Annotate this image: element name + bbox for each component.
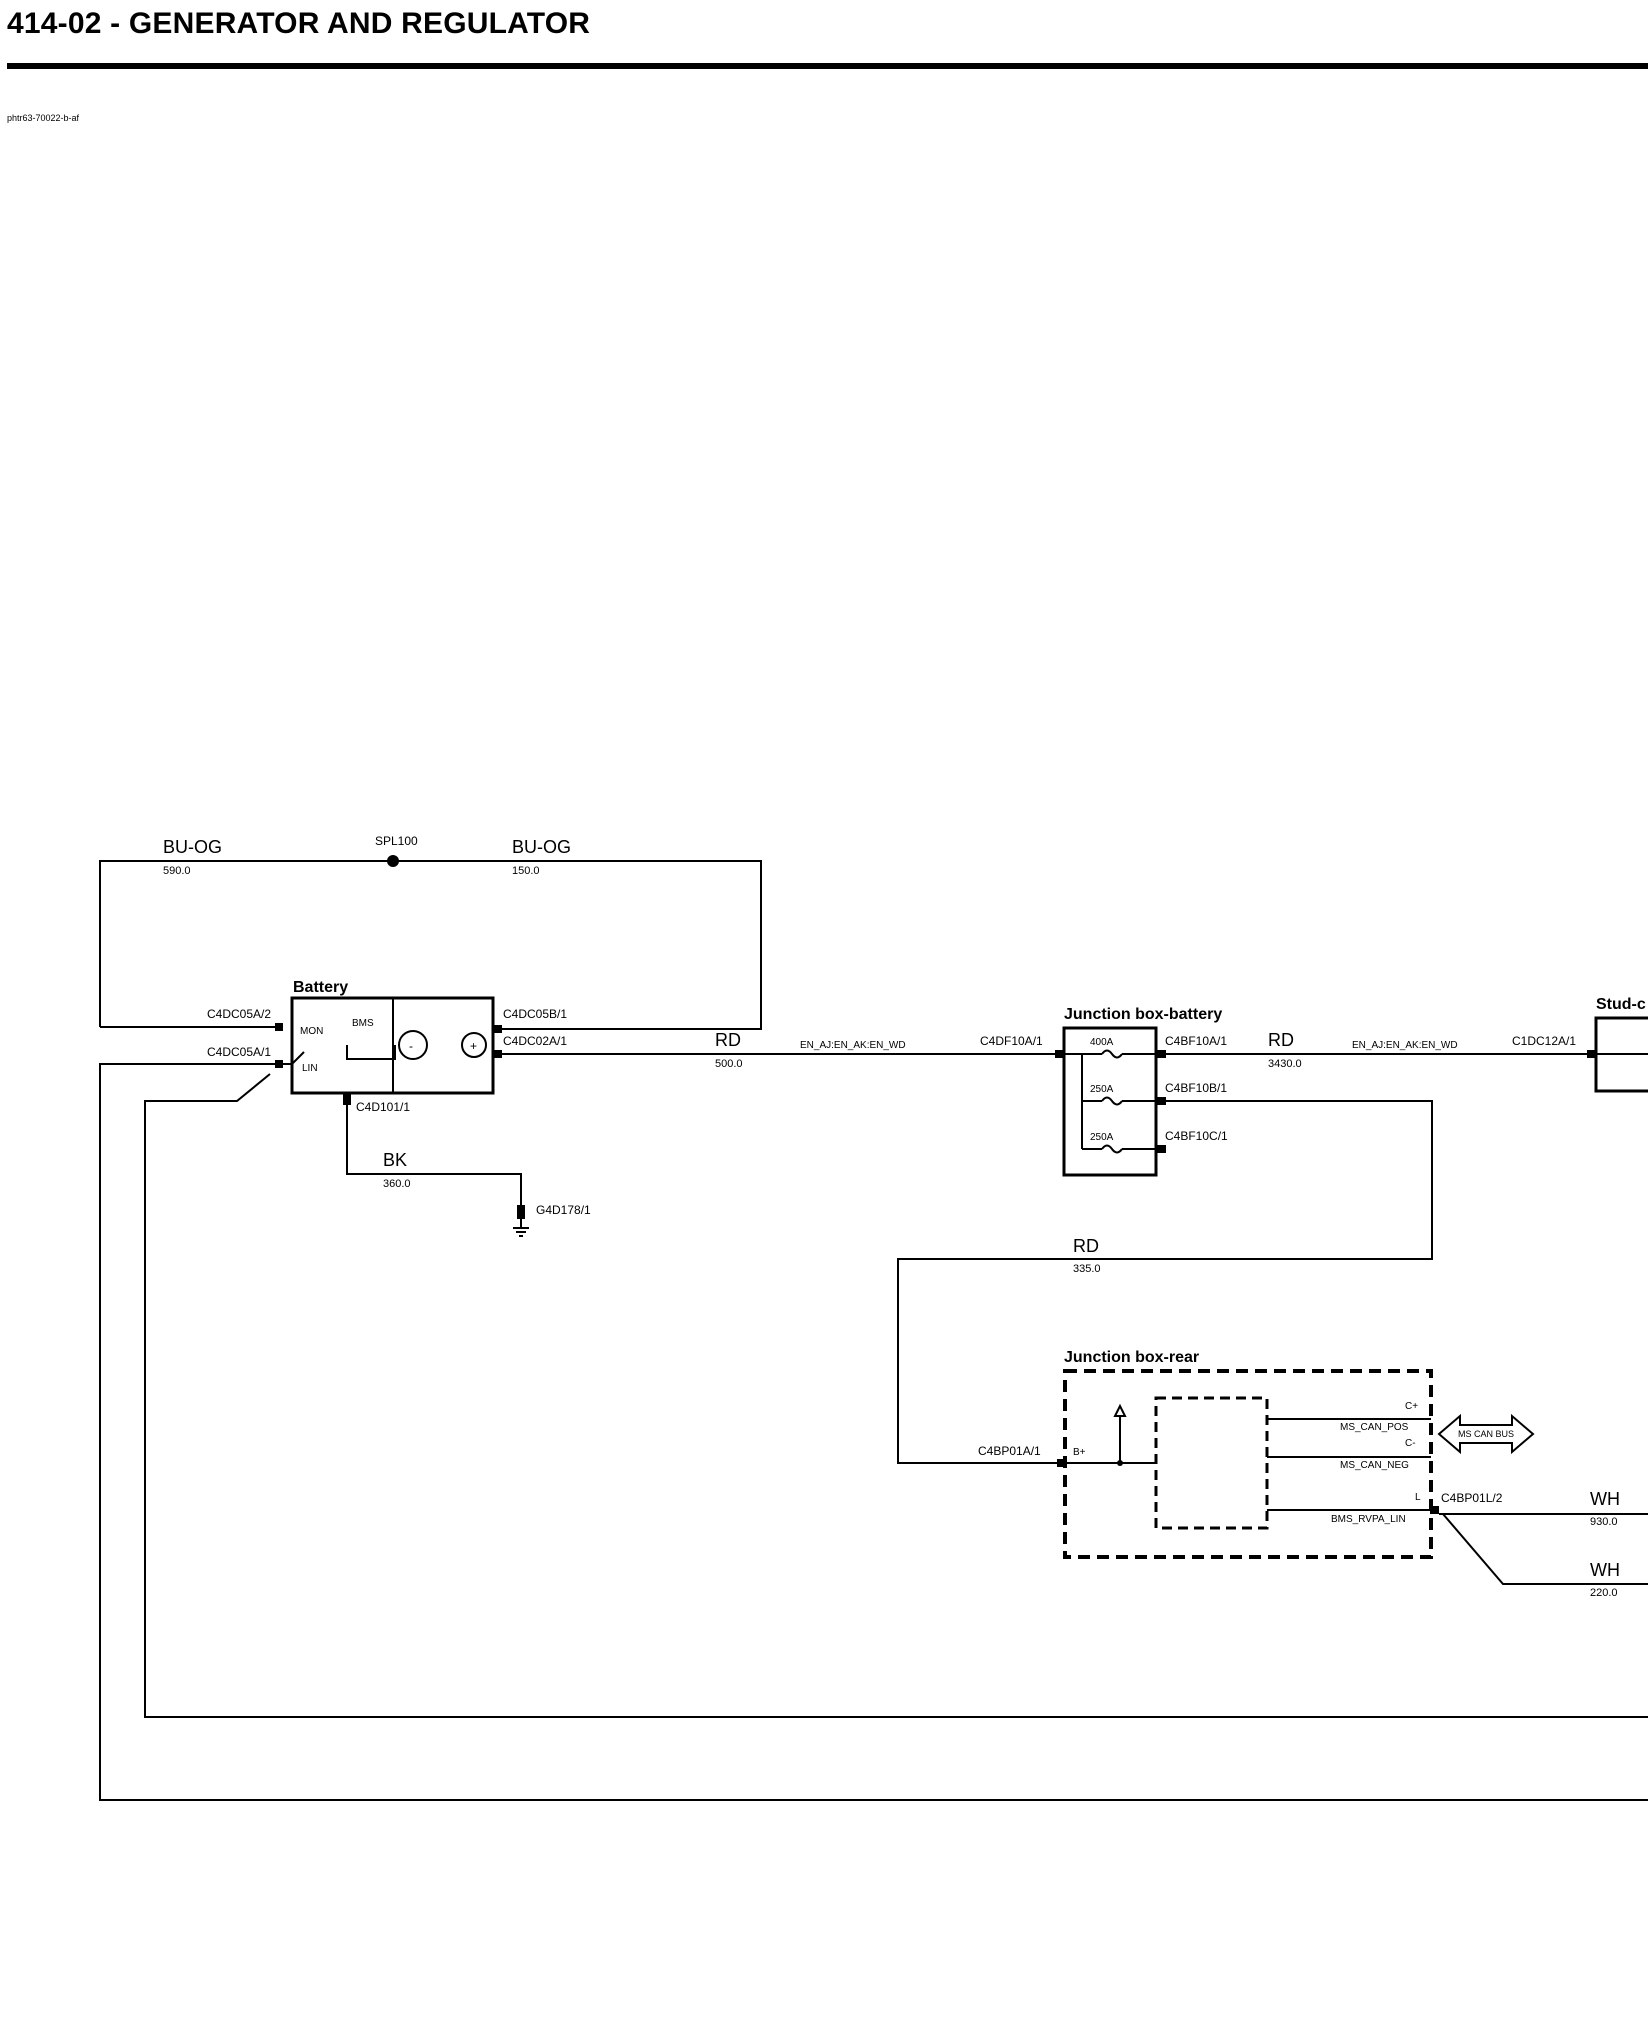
splice-spl100 xyxy=(387,855,399,867)
fuse-rating-400a: 400A xyxy=(1090,1037,1114,1048)
wire-color-rd-battery: RD xyxy=(715,1030,741,1050)
stud-component xyxy=(1587,1016,1648,1093)
wire-rd-rear xyxy=(897,1100,1433,1464)
battery-plus-terminal xyxy=(461,1032,487,1058)
pin-l: L xyxy=(1415,1492,1421,1503)
connector-c4bf10b-1: C4BF10B/1 xyxy=(1165,1081,1227,1095)
signal-ms-can-neg: MS_CAN_NEG xyxy=(1340,1460,1409,1471)
wire-color-bu-og-left: BU-OG xyxy=(163,837,222,857)
battery-bms-label: BMS xyxy=(352,1018,374,1029)
fuse-icon-250a-1 xyxy=(1101,1096,1123,1106)
fuse-rating-250a-1: 250A xyxy=(1090,1084,1114,1095)
battery-title: Battery xyxy=(293,979,348,996)
wire-wh-lower xyxy=(1442,1513,1648,1585)
connector-c1dc12a-1: C1DC12A/1 xyxy=(1512,1034,1576,1048)
wire-length-rd-main: 3430.0 xyxy=(1268,1058,1302,1070)
stud-title: Stud-c xyxy=(1596,996,1646,1013)
junction-battery-title: Junction box-battery xyxy=(1064,1006,1222,1023)
wire-color-rd-rear: RD xyxy=(1073,1236,1099,1256)
harness-label-right: EN_AJ:EN_AK:EN_WD xyxy=(1352,1040,1458,1051)
harness-label-left: EN_AJ:EN_AK:EN_WD xyxy=(800,1040,906,1051)
connector-c4dc05a-1: C4DC05A/1 xyxy=(207,1045,271,1059)
wire-color-rd-main: RD xyxy=(1268,1030,1294,1050)
battery-pin-mon: MON xyxy=(300,1026,323,1037)
connector-c4d101-1: C4D101/1 xyxy=(356,1100,410,1114)
wire-length-bk: 360.0 xyxy=(383,1178,411,1190)
title-rule xyxy=(7,63,1648,69)
fuse-icon-400a xyxy=(1101,1049,1123,1059)
power-arrow-icon xyxy=(1113,1403,1127,1417)
wire-color-bu-og-right: BU-OG xyxy=(512,837,571,857)
splice-label: SPL100 xyxy=(375,834,418,848)
connector-c4bp01a-1: C4BP01A/1 xyxy=(978,1444,1041,1458)
pin-b-plus: B+ xyxy=(1073,1447,1086,1458)
battery-pin-lin: LIN xyxy=(302,1063,318,1074)
wire-length-wh-lower: 220.0 xyxy=(1590,1587,1618,1599)
signal-ms-can-pos: MS_CAN_POS xyxy=(1340,1422,1409,1433)
wire-length-rd-rear: 335.0 xyxy=(1073,1263,1101,1275)
wire-color-wh-lower: WH xyxy=(1590,1560,1620,1580)
connector-c4dc02a-1: C4DC02A/1 xyxy=(503,1034,567,1048)
wire-length-wh-upper: 930.0 xyxy=(1590,1516,1618,1528)
page-title: 414-02 - GENERATOR AND REGULATOR xyxy=(7,7,591,40)
battery-minus-terminal xyxy=(398,1030,428,1060)
fuse-icon-250a-2 xyxy=(1101,1144,1123,1154)
battery-component xyxy=(275,996,502,1095)
pin-c-plus: C+ xyxy=(1405,1401,1418,1412)
wire-length-bu-og-right: 150.0 xyxy=(512,865,540,877)
connector-c4df10a-1: C4DF10A/1 xyxy=(980,1034,1043,1048)
ground-wire xyxy=(343,1093,529,1237)
wire-color-bk: BK xyxy=(383,1150,407,1170)
junction-box-rear xyxy=(1057,1369,1535,1559)
wire-lin-inner xyxy=(144,1073,1648,1718)
wire-color-wh-upper: WH xyxy=(1590,1489,1620,1509)
wire-length-bu-og-left: 590.0 xyxy=(163,865,191,877)
junction-rear-title: Junction box-rear xyxy=(1064,1349,1199,1366)
connector-c4dc05b-1: C4DC05B/1 xyxy=(503,1007,567,1021)
junction-box-battery xyxy=(1055,1026,1166,1177)
pin-c-minus: C- xyxy=(1405,1438,1416,1449)
diagram-reference: phtr63-70022-b-af xyxy=(7,113,80,123)
fuse-rating-250a-2: 250A xyxy=(1090,1132,1114,1143)
connector-c4bf10c-1: C4BF10C/1 xyxy=(1165,1129,1228,1143)
battery-plus-sign: + xyxy=(470,1039,477,1053)
wire-length-rd-battery: 500.0 xyxy=(715,1058,743,1070)
connector-c4bp01l-2: C4BP01L/2 xyxy=(1441,1491,1503,1505)
connector-c4bf10a-1: C4BF10A/1 xyxy=(1165,1034,1227,1048)
connector-g4d178-1: G4D178/1 xyxy=(536,1203,591,1217)
ms-can-bus-label: MS CAN BUS xyxy=(1458,1429,1514,1439)
battery-minus-sign: - xyxy=(409,1039,413,1053)
ms-can-bus-arrow-icon xyxy=(1437,1413,1535,1455)
signal-bms-rvpa-lin: BMS_RVPA_LIN xyxy=(1331,1514,1406,1525)
wire-bu-og-loop xyxy=(99,855,762,1030)
wire-lin-outer xyxy=(99,1063,1648,1801)
connector-c4dc05a-2: C4DC05A/2 xyxy=(207,1007,271,1021)
